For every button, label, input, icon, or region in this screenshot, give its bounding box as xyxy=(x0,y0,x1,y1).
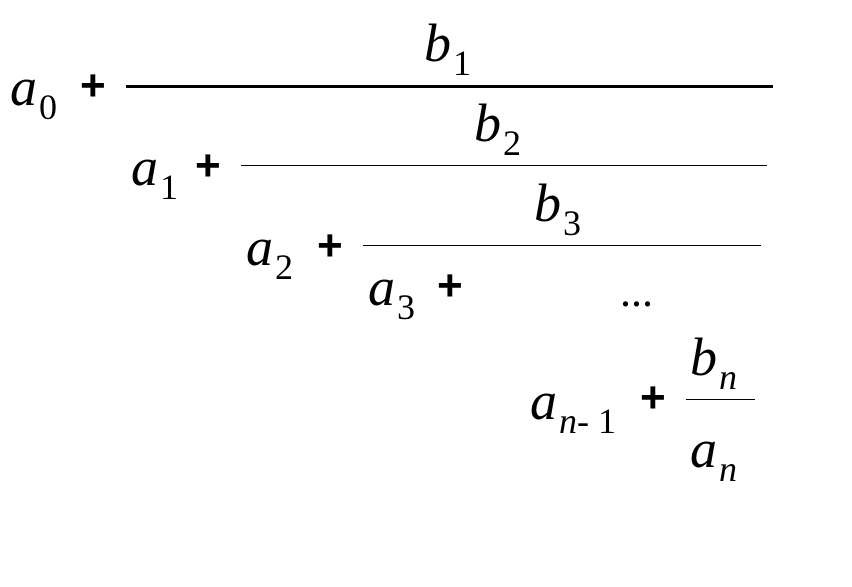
plus-sign-1: + xyxy=(195,141,221,190)
plus-sign-3: + xyxy=(437,261,463,310)
term-a-n-minus-1: an- 1 xyxy=(530,371,616,441)
term-b1: b1 xyxy=(424,13,471,83)
plus-sign-2: + xyxy=(317,221,343,270)
term-a3: a3 xyxy=(368,257,415,327)
term-a0: a0 xyxy=(10,57,57,127)
plus-sign-4: + xyxy=(640,373,666,422)
fraction-bar-1 xyxy=(241,165,767,166)
term-a-n: an xyxy=(690,419,737,489)
plus-sign-0: + xyxy=(80,61,106,110)
fraction-bar-last xyxy=(686,399,755,400)
term-a1: a1 xyxy=(131,137,178,207)
term-b2: b2 xyxy=(474,93,521,163)
term-b3: b3 xyxy=(534,173,581,243)
fraction-bar-2 xyxy=(363,245,761,246)
fraction-bar-0 xyxy=(126,85,773,88)
term-b-n: bn xyxy=(690,327,737,397)
term-a2: a2 xyxy=(246,217,293,287)
ellipsis: ... xyxy=(620,267,653,316)
